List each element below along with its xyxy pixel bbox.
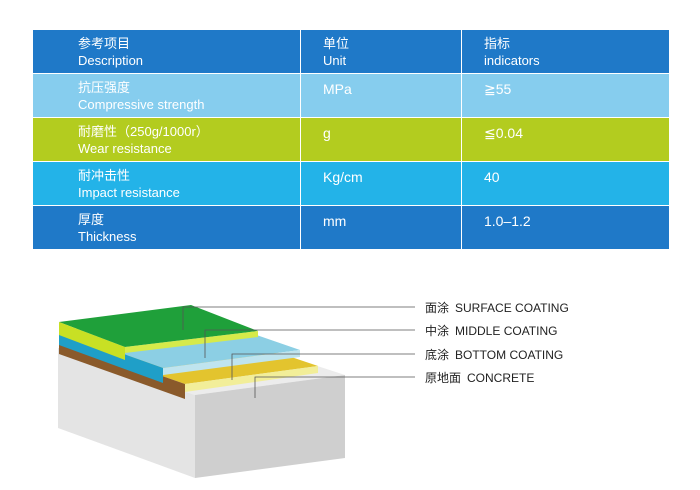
table-row: 耐磨性（250g/1000r） Wear resistance g ≦0.04 xyxy=(33,118,669,162)
concrete-side xyxy=(195,375,345,478)
unit-value: Kg/cm xyxy=(323,169,363,185)
table-row: 耐冲击性 Impact resistance Kg/cm 40 xyxy=(33,162,669,206)
leader-line-middle xyxy=(204,329,415,358)
indicator-value: 1.0–1.2 xyxy=(484,213,531,229)
description-en: Thickness xyxy=(78,229,137,244)
middle-coating-side xyxy=(163,350,300,375)
description-cell: 耐冲击性 Impact resistance xyxy=(33,162,301,205)
header-description-cell: 参考项目 Description xyxy=(33,30,301,73)
description-en: Impact resistance xyxy=(78,185,180,200)
surface-coating-front xyxy=(59,322,125,360)
description-en: Wear resistance xyxy=(78,141,172,156)
indicator-cell: 40 xyxy=(462,162,669,205)
description-en: Compressive strength xyxy=(78,97,205,112)
unit-value: MPa xyxy=(323,81,352,97)
header-unit-en: Unit xyxy=(323,53,347,68)
unit-value: mm xyxy=(323,213,347,229)
table-row: 抗压强度 Compressive strength MPa ≧55 xyxy=(33,74,669,118)
description-cn: 抗压强度 xyxy=(78,80,131,95)
header-indicators-en: indicators xyxy=(484,53,540,68)
table-header-row: 参考项目 Description 单位 Unit 指标 indicators xyxy=(33,30,669,74)
leader-line-concrete xyxy=(254,376,415,398)
leader-lines xyxy=(182,306,415,398)
header-unit-cell: 单位 Unit xyxy=(301,30,462,73)
description-cn: 厚度 xyxy=(78,212,105,227)
surface-coating-side xyxy=(125,331,258,353)
table-row: 厚度 Thickness mm 1.0–1.2 xyxy=(33,206,669,249)
concrete-front xyxy=(58,348,195,478)
unit-cell: mm xyxy=(301,206,462,249)
indicator-cell: ≦0.04 xyxy=(462,118,669,161)
header-indicators-cell: 指标 indicators xyxy=(462,30,669,73)
unit-cell: MPa xyxy=(301,74,462,117)
header-description-en: Description xyxy=(78,53,144,68)
bottom-coating-side xyxy=(185,366,318,392)
leader-line-surface xyxy=(182,306,415,330)
header-unit-cn: 单位 xyxy=(323,36,350,51)
indicator-cell: 1.0–1.2 xyxy=(462,206,669,249)
description-cell: 耐磨性（250g/1000r） Wear resistance xyxy=(33,118,301,161)
description-cell: 厚度 Thickness xyxy=(33,206,301,249)
indicator-value: 40 xyxy=(484,169,500,185)
indicator-cell: ≧55 xyxy=(462,74,669,117)
leader-line-bottom xyxy=(231,353,415,380)
surface-coating-top xyxy=(59,305,258,347)
indicator-value: ≧55 xyxy=(484,81,512,97)
description-cn: 耐冲击性 xyxy=(78,168,131,183)
unit-value: g xyxy=(323,125,331,141)
description-cell: 抗压强度 Compressive strength xyxy=(33,74,301,117)
indicator-value: ≦0.04 xyxy=(484,125,523,141)
header-indicators-cn: 指标 xyxy=(484,36,511,51)
unit-cell: Kg/cm xyxy=(301,162,462,205)
header-description-cn: 参考项目 xyxy=(78,36,131,51)
description-cn: 耐磨性（250g/1000r） xyxy=(78,124,209,139)
unit-cell: g xyxy=(301,118,462,161)
